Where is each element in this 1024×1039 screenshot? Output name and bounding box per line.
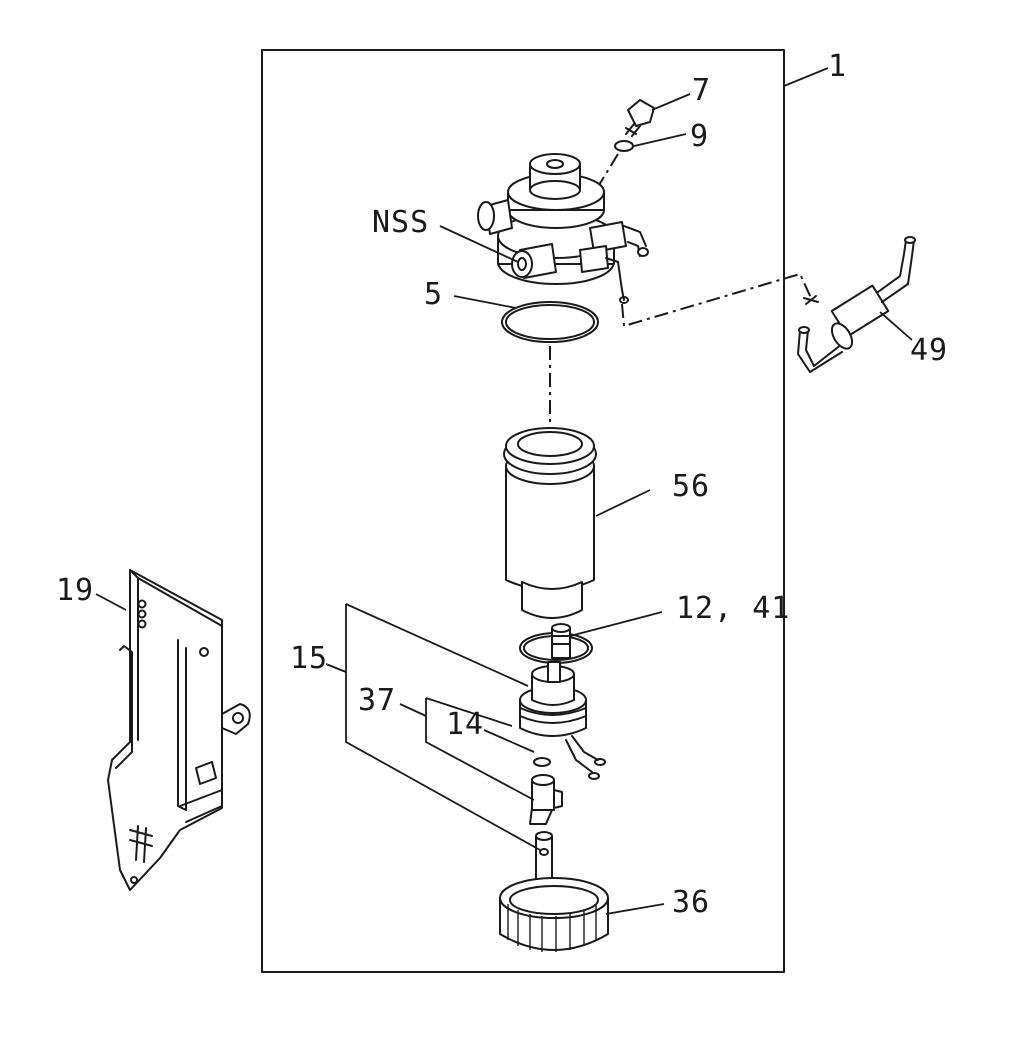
ring-nut-part <box>499 877 609 952</box>
leader-15 <box>325 663 347 673</box>
leader-36 <box>605 903 665 915</box>
label-seal-plug: 12, 41 <box>676 591 790 626</box>
cartridge-part <box>503 427 597 619</box>
drain-valve-part <box>529 774 563 893</box>
leader-7 <box>651 93 691 111</box>
label-hose: 49 <box>910 333 948 368</box>
leader-37 <box>399 703 427 717</box>
leader-12-41 <box>569 611 663 637</box>
o-ring-small-part <box>533 757 551 767</box>
leader-1 <box>783 67 829 87</box>
label-bolt: 7 <box>692 73 711 108</box>
leader-nss <box>439 225 519 263</box>
bracket-part <box>107 569 251 891</box>
leader-5 <box>453 295 517 309</box>
leader-56 <box>595 489 651 517</box>
label-washer: 9 <box>690 119 709 154</box>
hose-part <box>797 236 916 373</box>
label-nss: NSS <box>372 205 429 240</box>
leader-49 <box>879 311 913 341</box>
drain-kit-bracket <box>425 697 535 801</box>
leader-14 <box>483 729 535 753</box>
label-ring-nut: 36 <box>672 885 710 920</box>
washer-part <box>614 140 634 152</box>
sensor-kit-box <box>345 603 541 851</box>
o-ring-top-part <box>501 301 599 343</box>
label-sensor-kit: 15 <box>290 641 328 676</box>
leader-9 <box>633 133 687 147</box>
label-bracket: 19 <box>56 573 94 608</box>
label-assembly: 1 <box>828 49 847 84</box>
leader-19 <box>95 593 127 611</box>
head-to-hose-line <box>621 272 813 328</box>
label-cartridge: 56 <box>672 469 710 504</box>
filter-head-part <box>477 153 649 304</box>
label-drain-kit: 37 <box>358 683 396 718</box>
bolt-part <box>625 99 655 137</box>
label-o-ring-small: 14 <box>446 707 484 742</box>
assembly-frame <box>261 49 785 973</box>
seal-plug-part <box>519 623 593 664</box>
label-o-ring-top: 5 <box>424 277 443 312</box>
sensor-bowl-part <box>519 661 606 780</box>
